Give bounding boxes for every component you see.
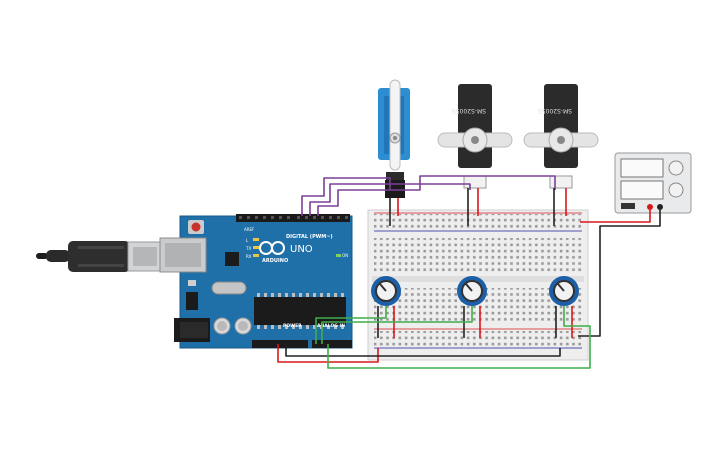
atmega-chip — [254, 297, 346, 325]
usb-cable — [36, 241, 163, 272]
power-header — [252, 340, 308, 348]
l-label: L — [246, 238, 249, 243]
wire-red — [580, 210, 651, 223]
potentiometer-1[interactable] — [371, 276, 401, 306]
servo-standard-1: SM-S2005S — [437, 84, 513, 189]
potentiometer-2[interactable] — [457, 276, 487, 306]
on-label: ON — [342, 253, 348, 258]
potentiometer-3[interactable] — [549, 276, 579, 306]
power-rail-bottom — [374, 331, 582, 347]
servo-model-label: SM-S2005S — [452, 107, 486, 114]
servo-micro-blue — [378, 79, 410, 198]
servo-standard-2: SM-S2005S — [523, 84, 599, 189]
wire-purple — [301, 177, 391, 216]
arduino-uno-board: AREF DIGITAL (PWM~) TX RX L ARDUINO UNO … — [159, 214, 353, 349]
wire-green — [315, 306, 387, 344]
wire-green — [321, 306, 473, 344]
tx-label: TX — [245, 246, 251, 251]
arduino-logo-icon — [259, 241, 285, 255]
voltage-knob[interactable] — [668, 160, 684, 176]
power-label: POWER — [283, 323, 302, 329]
model-label: UNO — [290, 244, 313, 255]
power-rail-top — [374, 214, 582, 230]
rx-label: RX — [246, 254, 252, 259]
analog-header — [312, 340, 352, 348]
wire-black — [578, 210, 661, 337]
wire-green — [327, 306, 591, 369]
brand-label: ARDUINO — [262, 258, 288, 264]
wires — [277, 175, 661, 369]
current-knob[interactable] — [668, 182, 684, 198]
power-supply — [614, 152, 692, 214]
wire-black — [285, 344, 561, 357]
wire-purple — [317, 175, 556, 216]
wire-purple — [309, 183, 471, 216]
terminal-strip-top — [374, 238, 582, 272]
analog-label: ANALOG IN — [317, 323, 345, 329]
servo-model-label: SM-S2005S — [538, 107, 572, 114]
digital-header — [236, 214, 350, 222]
digital-label: DIGITAL (PWM~) — [286, 234, 333, 240]
aref-label: AREF — [244, 227, 255, 232]
